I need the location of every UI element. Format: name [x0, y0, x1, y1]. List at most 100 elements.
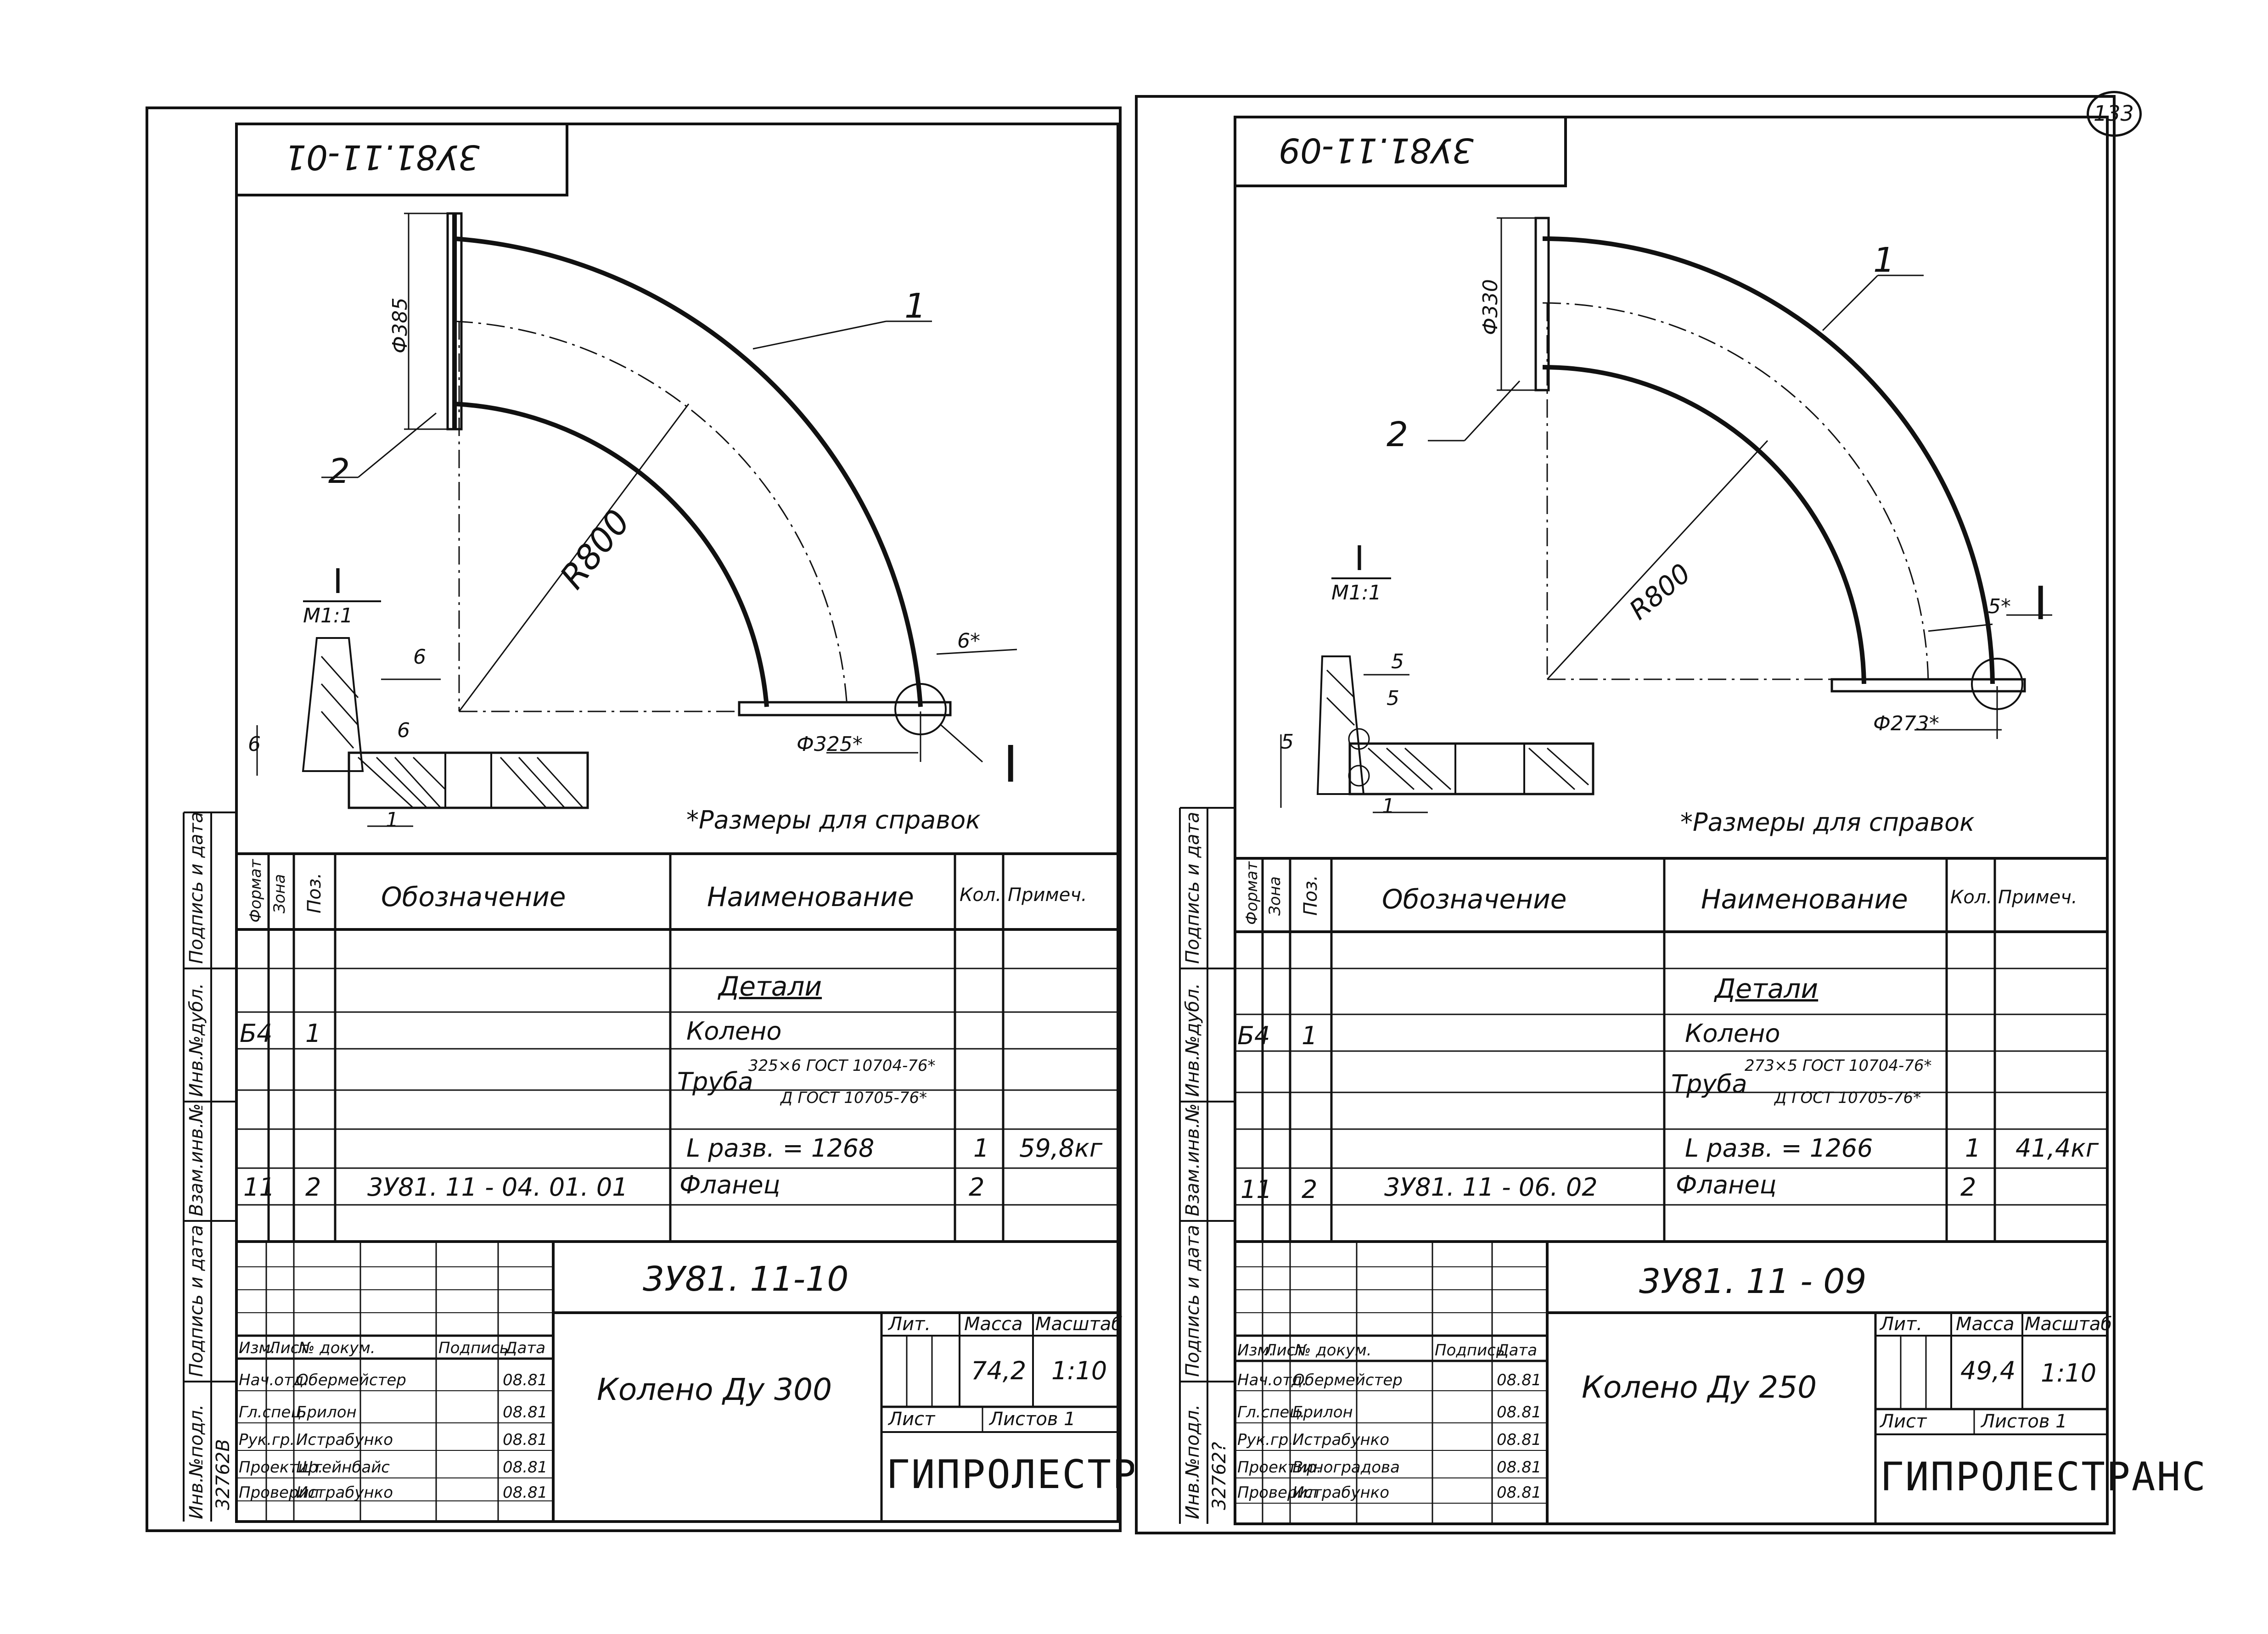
role-4: Проектир.: [239, 1458, 323, 1477]
role-2-2: Гл.спец.: [1237, 1403, 1305, 1421]
note-reference: *Размеры для справок: [686, 806, 981, 834]
date-4: 08.81: [503, 1458, 548, 1477]
col-designation: Обозначение: [381, 881, 566, 912]
sheets-label-2: Листов 1: [1981, 1411, 2067, 1432]
tb-col-list-2: Лист: [1265, 1341, 1305, 1360]
name-1: Обермейстер: [296, 1371, 406, 1389]
row4-designation: 3У81. 11 - 04. 01. 01: [367, 1173, 628, 1202]
scale-value: 1:10: [1051, 1356, 1107, 1385]
product-title-2: Колено Ду 250: [1582, 1370, 1817, 1405]
side-label-2: Инв.№дубл.: [186, 983, 207, 1097]
detail-dim-c: 6: [248, 733, 261, 756]
tb-col-izm: Изм.: [239, 1339, 275, 1357]
side-label-1-2: Подпись и дата: [1182, 811, 1203, 964]
role-4-2: Проектир.: [1237, 1458, 1322, 1477]
row3-qty: 1: [973, 1134, 989, 1163]
detail-dim-a-2: 5: [1391, 650, 1404, 673]
row2-name-line1-2: 273×5 ГОСТ 10704-76*: [1745, 1057, 1932, 1075]
row4-format: 11: [243, 1173, 275, 1202]
product-title: Колено Ду 300: [597, 1372, 832, 1407]
doc-code: 3У81. 11-10: [643, 1259, 849, 1299]
detail-dim-b-2: 5: [1387, 687, 1399, 710]
date-2-2: 08.81: [1497, 1403, 1542, 1421]
col-pos: Поз.: [304, 873, 325, 913]
side-label-3: Взам.инв.№: [186, 1103, 207, 1216]
name-3: Истрабунко: [296, 1431, 393, 1449]
row3-name-2: L разв. = 1266: [1685, 1134, 1873, 1163]
row1-name-2: Колено: [1685, 1019, 1780, 1048]
mass-label-2: Масса: [1956, 1314, 2015, 1335]
sheet-left-lines: [146, 106, 1122, 1532]
sheet-label: Лист: [888, 1409, 935, 1430]
detail-dim-d-2: 1: [1382, 795, 1395, 818]
row4-format-2: 11: [1241, 1175, 1272, 1204]
col-zone-2: Зона: [1266, 876, 1284, 916]
side-label-5-2: Инв.№подл.: [1182, 1404, 1203, 1519]
date-3-2: 08.81: [1497, 1431, 1542, 1449]
date-1-2: 08.81: [1497, 1371, 1542, 1389]
name-3-2: Истрабунко: [1292, 1431, 1390, 1449]
name-1-2: Обермейстер: [1292, 1371, 1403, 1389]
tb-col-list: Лист: [269, 1339, 309, 1357]
dim-flange-dia-2: Ф330: [1479, 279, 1502, 335]
section-details: Детали: [719, 971, 822, 1002]
detail-dim-c-2: 5: [1281, 730, 1294, 754]
dim-pipe-dia: Ф325*: [797, 733, 863, 756]
lit-label-2: Лит.: [1880, 1314, 1923, 1335]
side-label-4-2: Подпись и дата: [1182, 1225, 1203, 1377]
row4-qty: 2: [969, 1173, 985, 1202]
tb-col-sign: Подпись: [438, 1339, 509, 1357]
role-5: Проверил: [239, 1483, 319, 1502]
col-designation-2: Обозначение: [1382, 884, 1567, 915]
row2-name-line1: 325×6 ГОСТ 10704-76*: [748, 1057, 936, 1075]
dim-pipe-dia-2: Ф273*: [1873, 712, 1939, 735]
col-name-2: Наименование: [1701, 884, 1908, 915]
tb-col-sign-2: Подпись: [1435, 1341, 1505, 1360]
section-details-2: Детали: [1715, 973, 1819, 1004]
dim-thickness-2: 5*: [1988, 595, 2011, 618]
row4-name: Фланец: [679, 1170, 780, 1199]
scale-label: Масштаб: [1035, 1314, 1123, 1335]
name-4: Штейнбайс: [296, 1458, 390, 1477]
row3-name: L разв. = 1268: [686, 1134, 875, 1163]
sheet-right-lines: [1135, 95, 2116, 1534]
name-2-2: Брилон: [1292, 1403, 1353, 1421]
side-label-2-2: Инв.№дубл.: [1182, 983, 1203, 1097]
role-3: Рук.гр.: [239, 1431, 295, 1449]
role-1-2: Нач.отд.: [1237, 1371, 1308, 1389]
stamp-top-left: 3У81.11-01: [285, 137, 480, 177]
doc-code-2: 3У81. 11 - 09: [1639, 1262, 1867, 1301]
row1-format: Б4: [240, 1019, 273, 1048]
detail-dim-d: 1: [386, 808, 399, 832]
side-label-3-2: Взам.инв.№: [1182, 1103, 1203, 1216]
detail-scale-2: М1:1: [1331, 581, 1381, 604]
note-reference-2: *Размеры для справок: [1680, 808, 1975, 837]
row1-pos-2: 1: [1302, 1021, 1318, 1050]
row1-pos: 1: [305, 1019, 321, 1048]
date-5: 08.81: [503, 1483, 548, 1502]
row2-name-prefix: Труба: [677, 1067, 753, 1096]
detail-mark: I: [1003, 735, 1018, 794]
organization-2: ГИПРОЛЕСТРАНС: [1880, 1454, 2207, 1500]
side-label-4: Подпись и дата: [186, 1225, 207, 1377]
pos-2-label: 2: [328, 452, 350, 491]
role-3-2: Рук.гр.: [1237, 1431, 1294, 1449]
col-name: Наименование: [707, 881, 914, 912]
row4-qty-2: 2: [1960, 1173, 1976, 1202]
tb-col-doc-2: № докум.: [1295, 1341, 1372, 1360]
side-label-1: Подпись и дата: [186, 811, 207, 964]
tb-col-izm-2: Изм.: [1237, 1341, 1274, 1360]
scale-value-2: 1:10: [2041, 1359, 2097, 1388]
col-qty: Кол.: [960, 884, 1002, 906]
date-2: 08.81: [503, 1403, 548, 1421]
row1-name: Колено: [686, 1017, 782, 1046]
role-1: Нач.отд.: [239, 1371, 309, 1389]
tb-col-date-2: Дата: [1497, 1341, 1538, 1360]
name-2: Брилон: [296, 1403, 357, 1421]
stamp-top-right: 3У81.11-09: [1279, 130, 1474, 170]
mass-value-2: 49,4: [1960, 1356, 2016, 1385]
name-5-2: Истрабунко: [1292, 1483, 1390, 1502]
col-pos-2: Поз.: [1300, 875, 1321, 916]
col-format: Формат: [247, 859, 265, 923]
mass-value: 74,2: [971, 1356, 1027, 1385]
